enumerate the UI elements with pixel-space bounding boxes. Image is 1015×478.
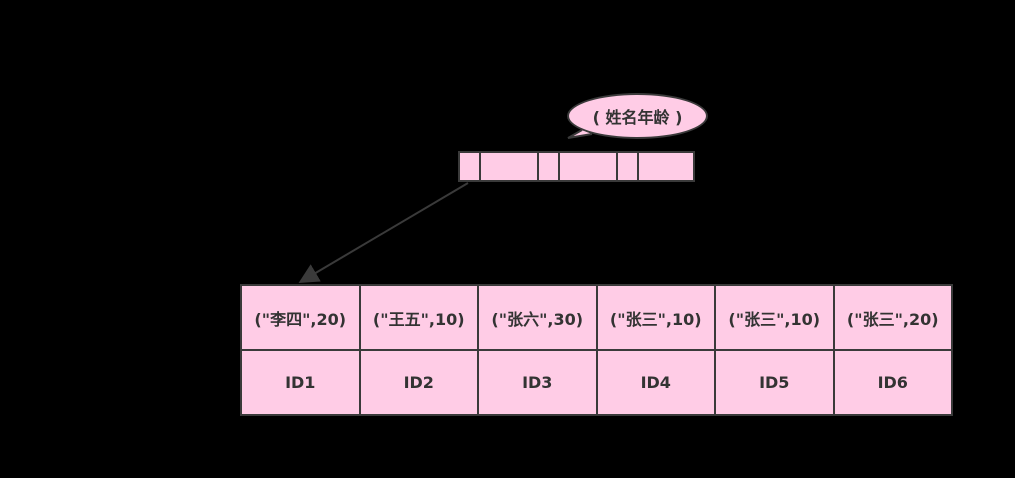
id-cell: ID3 — [477, 349, 598, 416]
key-row: ("李四",20) ("王五",10) ("张六",30) ("张三",10) … — [240, 284, 953, 351]
index-pointer-slot — [460, 153, 481, 180]
callout-label: ( 姓名年龄 ) — [592, 108, 683, 127]
key-cell: ("李四",20) — [240, 284, 361, 351]
index-pointer-slot — [539, 153, 560, 180]
index-node — [458, 151, 695, 182]
index-key-slot — [560, 153, 618, 180]
key-cell: ("王五",10) — [358, 284, 479, 351]
key-cell: ("张三",20) — [832, 284, 953, 351]
id-row: ID1 ID2 ID3 ID4 ID5 ID6 — [240, 349, 953, 416]
id-cell: ID6 — [832, 349, 953, 416]
id-cell: ID2 — [358, 349, 479, 416]
index-pointer-slot — [618, 153, 639, 180]
id-cell: ID5 — [714, 349, 835, 416]
leaf-node-table: ("李四",20) ("王五",10) ("张六",30) ("张三",10) … — [240, 284, 953, 416]
index-key-slot — [481, 153, 539, 180]
callout-bubble: ( 姓名年龄 ) — [567, 93, 708, 139]
key-cell: ("张六",30) — [477, 284, 598, 351]
index-key-slot — [639, 153, 693, 180]
id-cell: ID1 — [240, 349, 361, 416]
key-cell: ("张三",10) — [595, 284, 716, 351]
id-cell: ID4 — [595, 349, 716, 416]
key-cell: ("张三",10) — [714, 284, 835, 351]
